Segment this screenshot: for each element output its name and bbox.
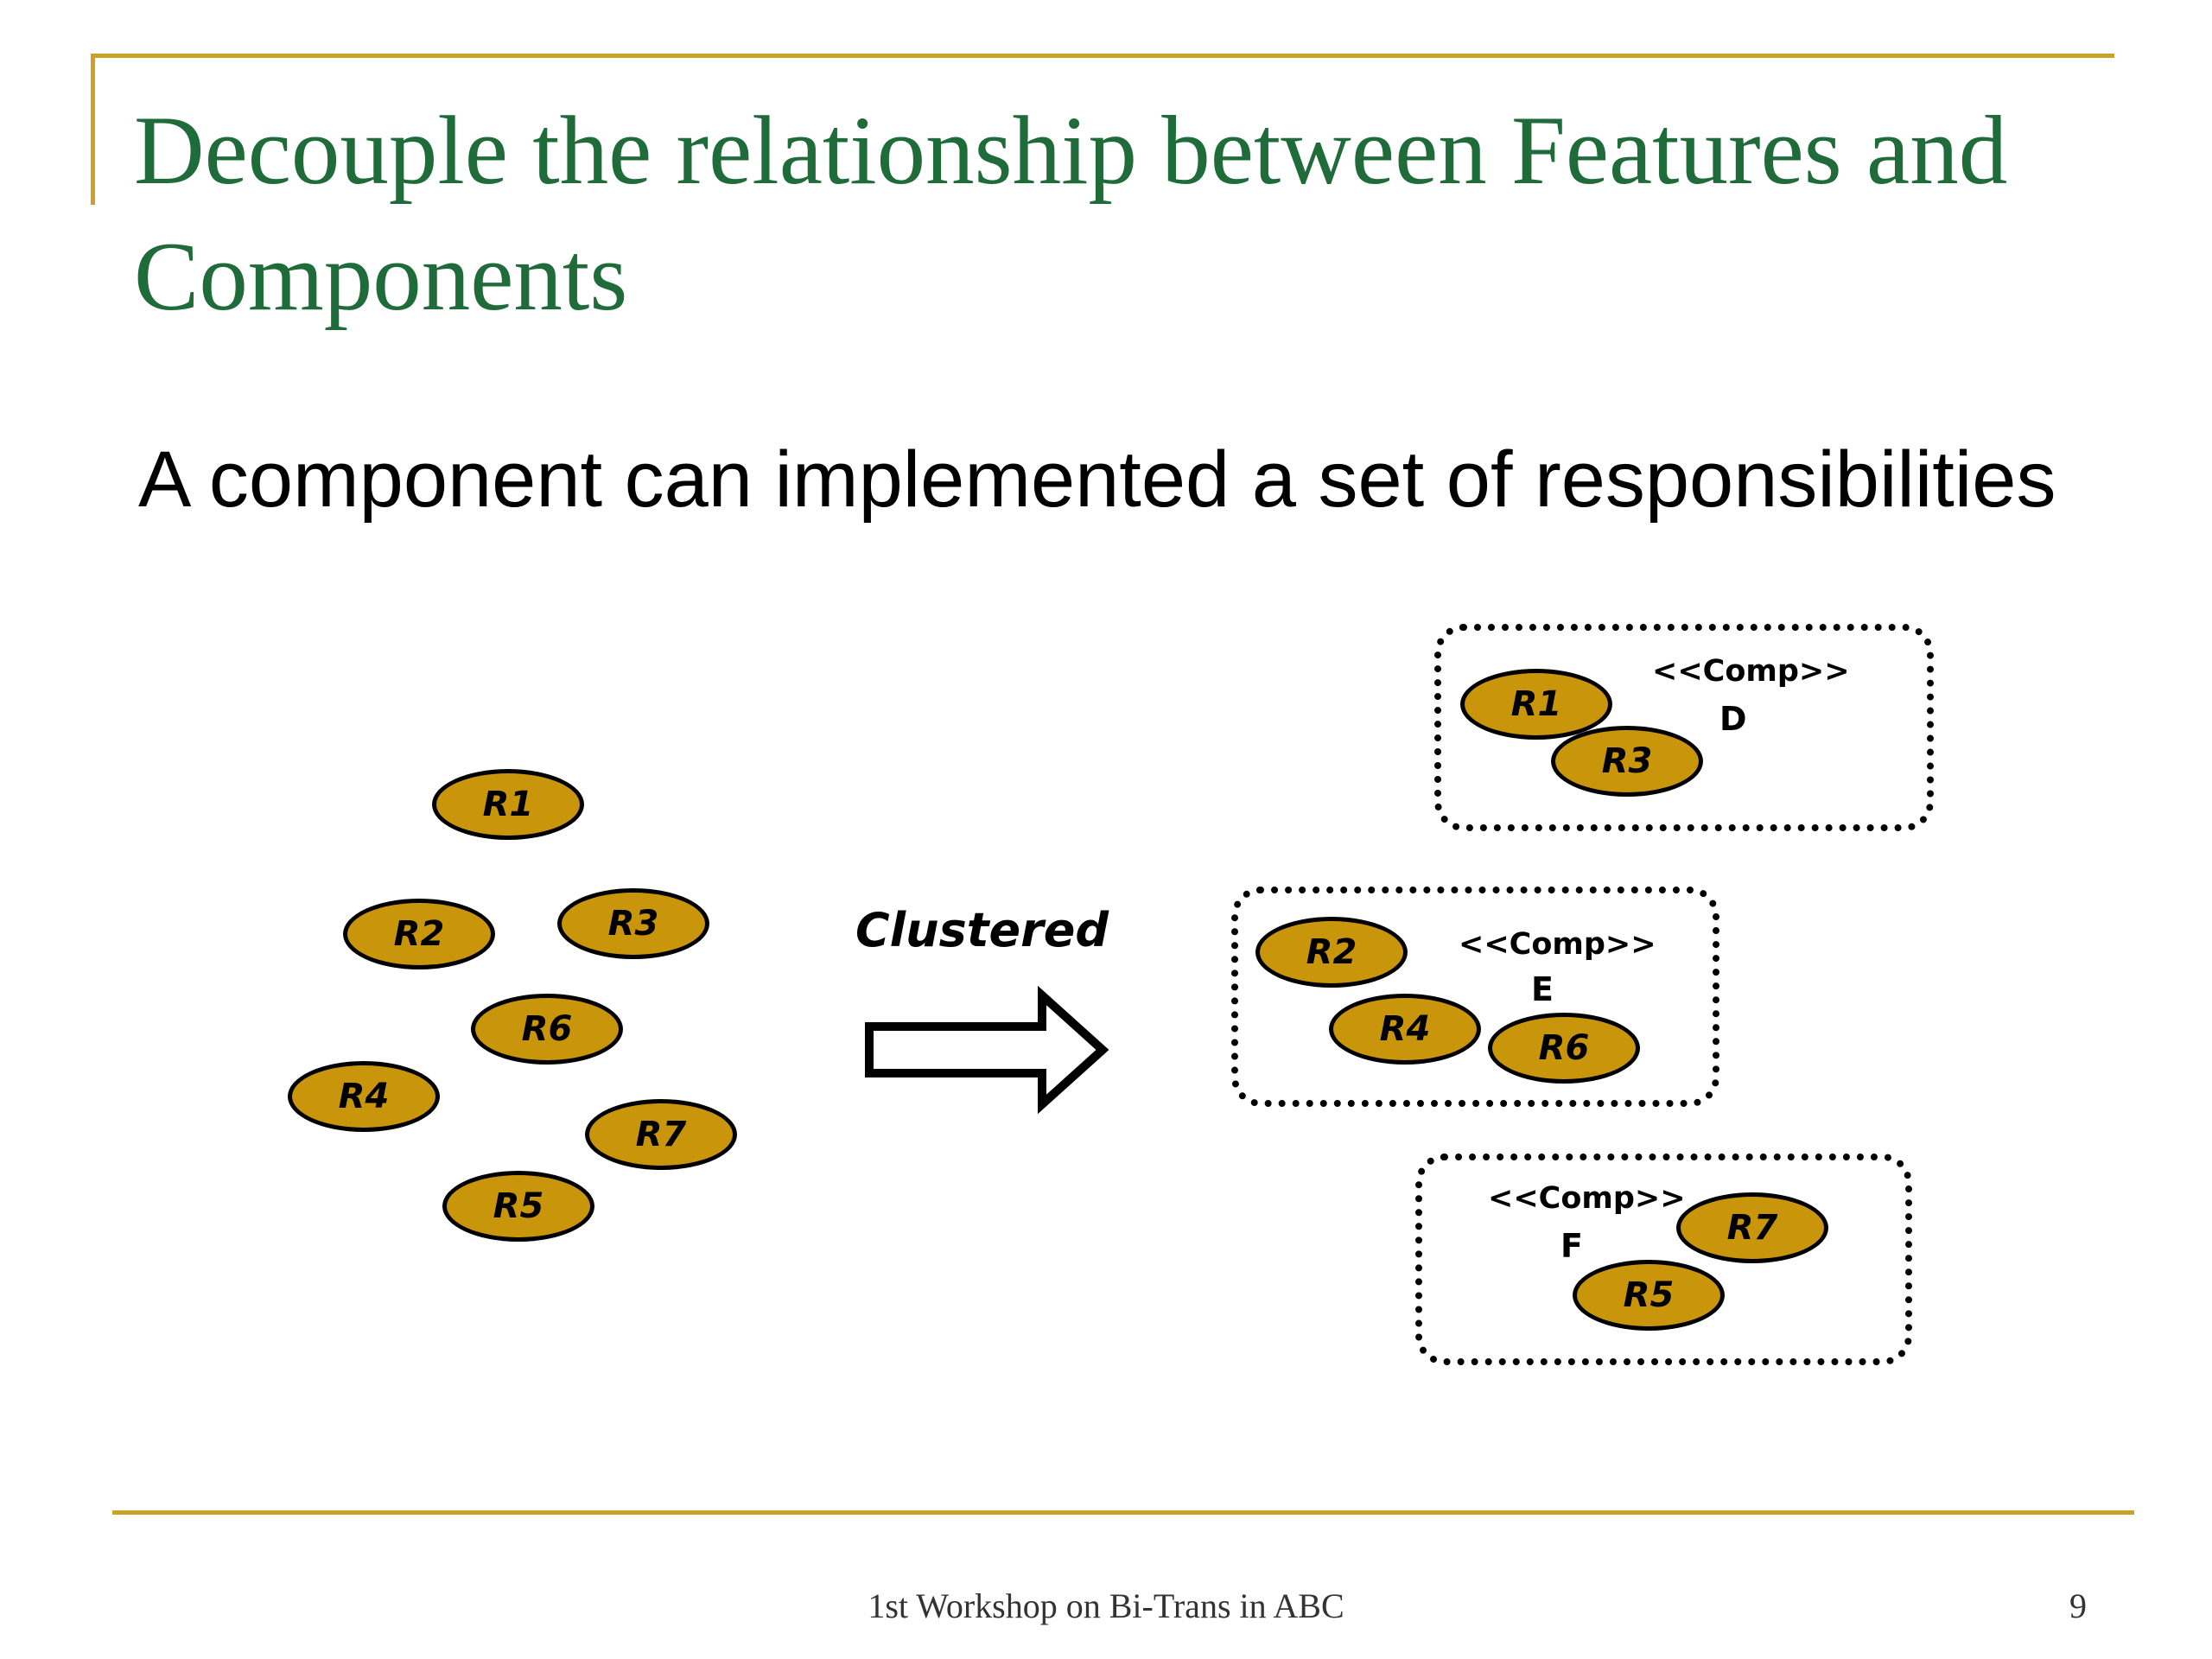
component-f-member-r7: R7 [1676,1192,1828,1263]
page-number: 9 [2069,1586,2087,1625]
component-e-stereotype: <<Comp>> [1459,927,1656,962]
component-f-stereotype: <<Comp>> [1488,1181,1686,1216]
responsibility-r7: R7 [585,1099,737,1170]
responsibility-r4: R4 [288,1061,440,1132]
component-e-member-r6: R6 [1488,1013,1640,1084]
component-d-name: D [1719,700,1747,738]
component-d-stereotype: <<Comp>> [1652,654,1850,689]
clustered-label: Clustered [855,903,1109,957]
responsibility-r1: R1 [432,769,584,840]
title-top-rule [92,54,2114,58]
component-f-name: F [1560,1227,1583,1265]
component-f-box [1415,1154,1912,1365]
component-d-member-r3: R3 [1551,726,1703,797]
responsibility-r6: R6 [471,994,623,1065]
slide-title: Decouple the relationship between Featur… [134,97,2008,331]
footer-text: 1st Workshop on Bi-Trans in ABC [868,1586,1344,1625]
component-e-name: E [1531,970,1554,1008]
responsibility-r2: R2 [343,899,495,969]
footer-rule [112,1510,2134,1515]
title-left-rule [91,54,95,205]
responsibility-r3: R3 [557,888,709,959]
right-arrow-icon [865,985,1109,1115]
component-f-member-r5: R5 [1573,1260,1725,1331]
component-e-member-r4: R4 [1329,994,1481,1065]
component-d-box [1434,624,1934,831]
component-e-box [1231,887,1719,1107]
responsibility-r5: R5 [442,1171,594,1242]
component-d-member-r1: R1 [1460,669,1612,740]
slide-subtitle: A component can implemented a set of res… [138,435,2056,524]
component-e-member-r2: R2 [1255,917,1408,988]
